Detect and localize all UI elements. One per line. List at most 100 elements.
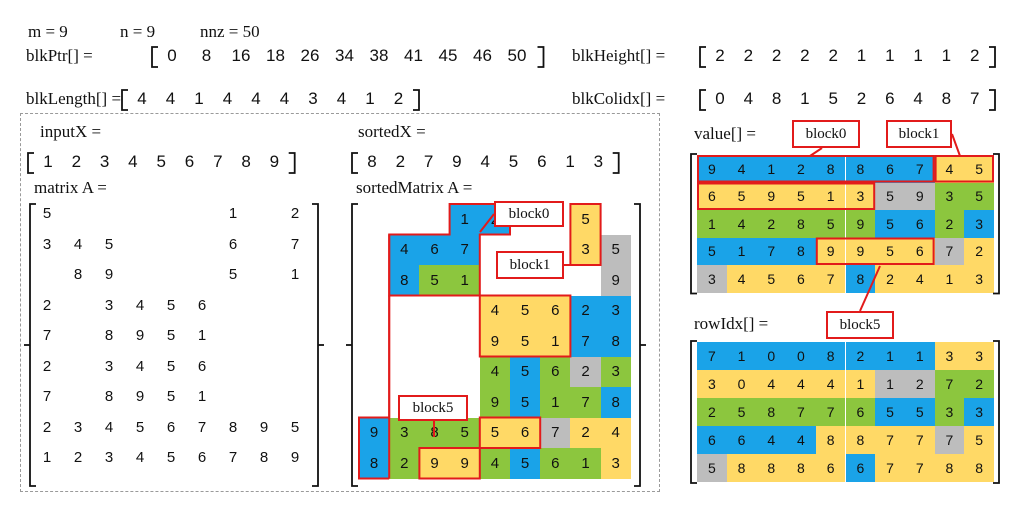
sorted-block5-label: block5 [398, 395, 468, 421]
blkcolidx-value: 7 [969, 89, 980, 108]
matrix-a-cell: 3 [73, 418, 83, 436]
rowidx-cell: 5 [697, 454, 727, 482]
m-label: m = 9 [28, 22, 68, 41]
value-cell: 6 [786, 265, 816, 293]
sortedx-label: sortedX = [358, 122, 426, 141]
sorted-matrix-cell: 6 [419, 234, 450, 265]
rowidx-cell: 2 [904, 370, 935, 398]
blkcolidx-value: 8 [941, 89, 952, 108]
value-cell: 5 [786, 182, 816, 210]
rowidx-cell: 0 [726, 370, 757, 398]
dashed-frame [20, 113, 660, 492]
sortedx-value: 1 [565, 152, 575, 171]
blkheight-value: 1 [941, 46, 952, 65]
blkptr-value: 45 [438, 46, 458, 65]
matrix-a-cell: 2 [73, 449, 83, 466]
value-block5-outline [815, 237, 935, 265]
rowidx-cell: 8 [845, 426, 876, 454]
rowidx-cell: 6 [815, 454, 846, 482]
matrix-a-cell: 6 [197, 449, 207, 466]
matrix-a-cell: 7 [197, 418, 207, 436]
sorted-matrix-cell: 8 [600, 326, 631, 357]
value-row1-outline [697, 182, 876, 210]
matrix-a-cell: 8 [259, 449, 269, 466]
rowidx-cell: 5 [875, 398, 905, 426]
rowidx-cell: 6 [845, 454, 876, 482]
sorted-matrix-cell: 5 [479, 417, 510, 448]
sorted-matrix-cell: 7 [449, 234, 480, 265]
sorted-matrix-cell: 2 [570, 417, 601, 448]
matrixa-label: matrix A = [34, 178, 107, 197]
sorted-matrix-cell: 6 [540, 295, 571, 326]
rowidx-cell: 4 [815, 370, 846, 398]
sorted-matrix-cell: 5 [449, 417, 480, 448]
matrix-a-cell: 5 [166, 296, 176, 314]
blkcolidx-value: 5 [828, 89, 838, 108]
matrix-a-cell: 5 [166, 388, 176, 405]
blkptr-value: 8 [201, 46, 212, 65]
matrix-a-cell: 1 [197, 388, 207, 405]
blkcolidx-right-bracket [989, 89, 996, 111]
blkheight-value: 1 [885, 46, 895, 65]
value-block0-label: block0 [792, 120, 860, 148]
matrix-a-cell: 3 [104, 296, 114, 314]
inputx-label: inputX = [40, 122, 102, 141]
value-cell: 9 [697, 155, 727, 183]
blkptr-value: 46 [473, 46, 492, 65]
matrix-a-cell: 6 [166, 418, 176, 436]
value-cell: 5 [875, 210, 905, 238]
matrix-a-cell: 3 [42, 235, 52, 253]
value-cell: 9 [845, 237, 876, 265]
blkptr-label: blkPtr[] = [26, 46, 93, 65]
left-stripe-outline [358, 234, 391, 480]
value-cell: 2 [875, 265, 905, 293]
matrix-a-cell: 7 [42, 327, 52, 344]
value-cell: 2 [756, 210, 787, 238]
blklength-value: 1 [365, 89, 375, 108]
matrix-a-cell: 8 [104, 327, 114, 344]
sorted-matrix-cell: 5 [510, 448, 541, 479]
sorted-matrix-cell: 8 [600, 387, 631, 418]
sortedx-value: 6 [537, 152, 547, 171]
blkheight-value: 2 [743, 46, 754, 65]
inputx-value: 6 [184, 152, 195, 171]
sortedx-value: 4 [480, 152, 490, 171]
value-block1-outline [934, 155, 994, 183]
blklength-value: 4 [137, 89, 147, 108]
matrix-a-cell: 2 [42, 418, 52, 436]
rowidx-cell: 8 [934, 454, 965, 482]
blkheight-right-bracket [989, 46, 996, 68]
sorted-matrix-cell: 3 [600, 356, 631, 387]
rowidx-cell: 2 [845, 342, 876, 370]
sorted-matrix-cell: 4 [479, 295, 510, 326]
value-cell: 4 [726, 155, 757, 183]
value-cell: 2 [934, 210, 965, 238]
sortedx-value: 2 [395, 152, 406, 171]
matrix-a-cell: 5 [228, 266, 238, 283]
sortedx-right-bracket [612, 152, 620, 174]
blkcolidx-value: 4 [743, 89, 754, 108]
block5-outline [418, 416, 542, 480]
matrix-a-cell: 4 [135, 357, 145, 375]
sorted-matrix-cell: 1 [540, 387, 571, 418]
sorted-matrix-cell: 5 [510, 356, 541, 387]
rowidx-cell: 1 [875, 342, 905, 370]
connector-value-block1 [951, 133, 961, 157]
sorted-matrix-cell: 2 [570, 356, 601, 387]
matrix-a-left-bracket [29, 203, 36, 487]
n-label: n = 9 [120, 22, 156, 41]
sorted-matrix-cell: 1 [570, 448, 601, 479]
matrix-a-cell: 6 [197, 296, 207, 314]
rowidx-label: rowIdx[] = [694, 314, 769, 333]
rowidx-cell: 6 [845, 398, 876, 426]
sorted-matrix-cell: 5 [570, 204, 601, 235]
matrix-a-cell: 2 [42, 357, 52, 375]
matrix-a-cell: 2 [42, 296, 52, 314]
matrix-a-cell: 9 [290, 449, 300, 466]
blklength-label: blkLength[] = [26, 89, 122, 108]
value-cell: 7 [815, 265, 846, 293]
matrix-a-cell: 4 [73, 235, 83, 253]
blkcolidx-label: blkColidx[] = [572, 89, 666, 108]
connector-value-block5 [859, 265, 881, 312]
